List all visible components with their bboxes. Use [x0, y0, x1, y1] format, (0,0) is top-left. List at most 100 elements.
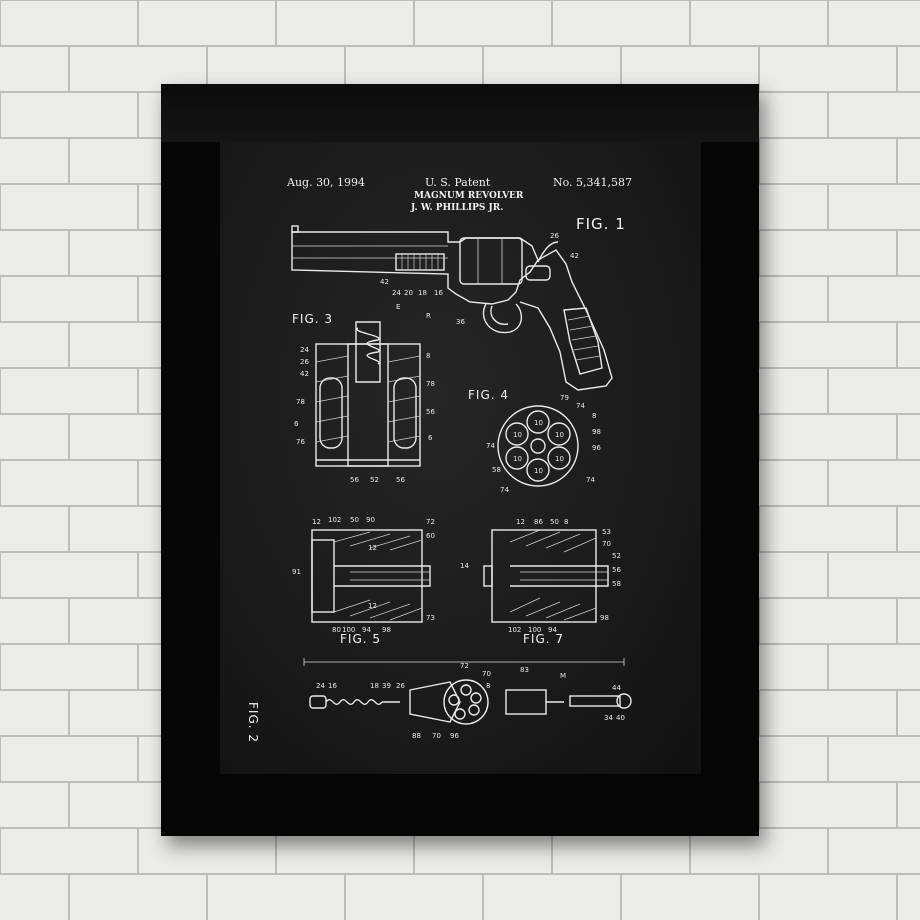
- svg-text:16: 16: [434, 289, 443, 297]
- svg-text:20: 20: [404, 289, 413, 297]
- svg-text:94: 94: [362, 626, 371, 634]
- svg-text:96: 96: [450, 732, 459, 740]
- fig7-label: FIG. 7: [523, 632, 565, 646]
- svg-text:86: 86: [534, 518, 543, 526]
- svg-text:10: 10: [534, 419, 543, 427]
- svg-text:8: 8: [426, 352, 430, 360]
- svg-text:6: 6: [428, 434, 433, 442]
- svg-text:12: 12: [368, 544, 377, 552]
- svg-text:74: 74: [576, 402, 585, 410]
- fig1-label: FIG. 1: [576, 215, 626, 233]
- svg-text:42: 42: [380, 278, 389, 286]
- svg-text:60: 60: [426, 532, 435, 540]
- svg-text:98: 98: [382, 626, 391, 634]
- svg-text:90: 90: [366, 516, 375, 524]
- patent-number: No. 5,341,587: [553, 176, 633, 189]
- svg-text:83: 83: [520, 666, 529, 674]
- svg-text:39: 39: [382, 682, 391, 690]
- svg-text:102: 102: [328, 516, 341, 524]
- svg-text:26: 26: [396, 682, 405, 690]
- svg-text:70: 70: [432, 732, 441, 740]
- svg-text:58: 58: [492, 466, 501, 474]
- fig3-label: FIG. 3: [292, 312, 334, 326]
- patent-date: Aug. 30, 1994: [287, 176, 366, 189]
- svg-text:53: 53: [602, 528, 611, 536]
- patent-print: Aug. 30, 1994 U. S. Patent No. 5,341,587…: [220, 142, 701, 774]
- patent-office: U. S. Patent: [425, 176, 491, 189]
- fig7-section: 12 86 50 8 53 70 52 56 58 98 102 100 94: [483, 518, 621, 634]
- svg-text:26: 26: [550, 232, 559, 240]
- svg-text:10: 10: [534, 467, 543, 475]
- svg-text:91: 91: [292, 568, 301, 576]
- svg-text:73: 73: [426, 614, 435, 622]
- svg-text:74: 74: [486, 442, 495, 450]
- svg-text:12: 12: [368, 602, 377, 610]
- patent-title: MAGNUM REVOLVER: [414, 191, 524, 201]
- svg-text:R: R: [426, 312, 431, 320]
- svg-text:52: 52: [370, 476, 379, 484]
- svg-text:18: 18: [370, 682, 379, 690]
- svg-text:10: 10: [555, 431, 564, 439]
- svg-text:8: 8: [592, 412, 596, 420]
- svg-text:24: 24: [300, 346, 309, 354]
- svg-text:12: 12: [312, 518, 321, 526]
- svg-text:74: 74: [500, 486, 509, 494]
- svg-text:98: 98: [600, 614, 609, 622]
- svg-text:50: 50: [350, 516, 359, 524]
- svg-text:24: 24: [316, 682, 325, 690]
- svg-text:24: 24: [392, 289, 401, 297]
- patent-inventor: J. W. PHILLIPS JR.: [411, 203, 504, 213]
- svg-text:14: 14: [460, 562, 469, 570]
- svg-text:58: 58: [612, 580, 621, 588]
- svg-text:72: 72: [460, 662, 469, 670]
- fig4-label: FIG. 4: [468, 388, 510, 402]
- svg-text:78: 78: [296, 398, 305, 406]
- svg-text:70: 70: [602, 540, 611, 548]
- svg-text:6: 6: [294, 420, 299, 428]
- svg-text:79: 79: [560, 394, 569, 402]
- fig5-section: 12 102 50 90 72 60 91 14 80 100 94 98 73 12 12: [292, 516, 469, 634]
- svg-text:34: 34: [604, 714, 613, 722]
- svg-text:42: 42: [300, 370, 309, 378]
- svg-text:12: 12: [516, 518, 525, 526]
- svg-text:96: 96: [592, 444, 601, 452]
- svg-text:10: 10: [513, 431, 522, 439]
- svg-text:E: E: [396, 303, 400, 311]
- svg-text:72: 72: [426, 518, 435, 526]
- fig5-label: FIG. 5: [340, 632, 382, 646]
- svg-text:8: 8: [564, 518, 568, 526]
- svg-text:76: 76: [296, 438, 305, 446]
- svg-text:88: 88: [412, 732, 421, 740]
- svg-text:78: 78: [426, 380, 435, 388]
- fig4-cylinder-face: 10 10 10 10 10 10 79 74 8 98 96 74 74 58 74: [486, 394, 601, 494]
- svg-text:98: 98: [592, 428, 601, 436]
- svg-text:40: 40: [616, 714, 625, 722]
- svg-text:56: 56: [426, 408, 435, 416]
- svg-text:56: 56: [350, 476, 359, 484]
- svg-text:100: 100: [528, 626, 541, 634]
- svg-text:80: 80: [332, 626, 341, 634]
- svg-text:M: M: [560, 672, 566, 680]
- svg-text:10: 10: [513, 455, 522, 463]
- svg-text:74: 74: [586, 476, 595, 484]
- svg-text:36: 36: [456, 318, 465, 326]
- svg-text:102: 102: [508, 626, 521, 634]
- svg-text:50: 50: [550, 518, 559, 526]
- svg-text:56: 56: [396, 476, 405, 484]
- svg-text:56: 56: [612, 566, 621, 574]
- frame-inner-bevel: [161, 84, 759, 142]
- svg-text:10: 10: [555, 455, 564, 463]
- svg-text:70: 70: [482, 670, 491, 678]
- svg-text:16: 16: [328, 682, 337, 690]
- svg-text:100: 100: [342, 626, 355, 634]
- svg-text:94: 94: [548, 626, 557, 634]
- svg-text:18: 18: [418, 289, 427, 297]
- fig3-cylinder-section: 24 26 42 78 6 76 8 78 56 6 56 52 56: [294, 321, 435, 484]
- svg-text:26: 26: [300, 358, 309, 366]
- svg-text:52: 52: [612, 552, 621, 560]
- svg-text:44: 44: [612, 684, 621, 692]
- svg-text:8: 8: [486, 682, 490, 690]
